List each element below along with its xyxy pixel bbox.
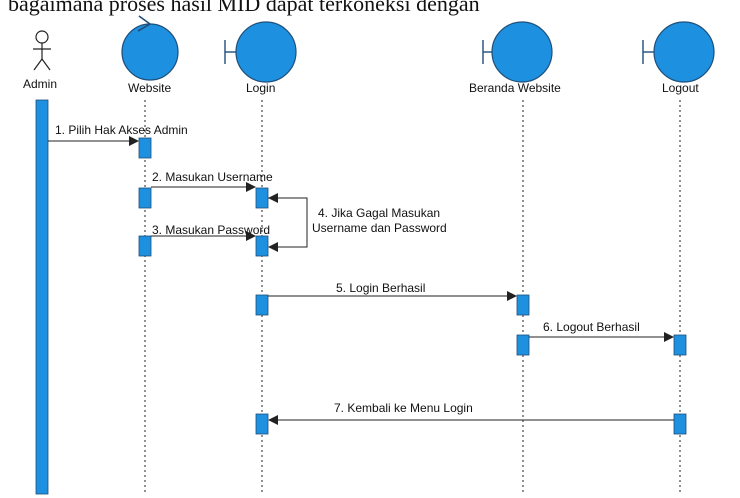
activation-login-1	[255, 187, 269, 209]
login-boundary-icon	[224, 21, 297, 83]
page-header-text: bagaimana proses hasil MID dapat terkone…	[8, 0, 480, 16]
logout-boundary-icon	[642, 21, 715, 83]
activation-admin	[35, 99, 49, 495]
message-4-label-line1: 4. Jika Gagal Masukan	[318, 206, 440, 220]
activation-website-2	[138, 187, 152, 209]
message-4-arrow	[268, 197, 308, 252]
message-4-label-line2: Username dan Password	[312, 221, 447, 235]
message-3-label: 3. Masukan Password	[152, 223, 270, 237]
message-2-label: 2. Masukan Username	[152, 170, 273, 184]
activation-website-3	[138, 235, 152, 257]
activation-website-1	[138, 137, 152, 159]
participant-admin-label: Admin	[23, 77, 57, 91]
message-5-label: 5. Login Berhasil	[336, 281, 425, 295]
activation-login-3	[255, 294, 269, 316]
participant-logout-label: Logout	[662, 81, 699, 95]
activation-login-2	[255, 235, 269, 257]
beranda-website-boundary-icon	[482, 21, 553, 83]
message-6-label: 6. Logout Berhasil	[543, 320, 640, 334]
activation-logout-1	[673, 334, 687, 356]
message-7-label: 7. Kembali ke Menu Login	[334, 401, 473, 415]
participant-website-label: Website	[128, 81, 171, 95]
admin-actor-icon	[33, 30, 51, 71]
participant-login-label: Login	[246, 81, 275, 95]
activation-login-4	[255, 413, 269, 435]
website-control-icon	[121, 15, 179, 81]
message-4-return-arrowhead	[268, 193, 278, 203]
activation-logout-2	[673, 413, 687, 435]
activation-beranda-1	[516, 294, 530, 316]
participant-beranda-website-label: Beranda Website	[469, 81, 561, 95]
activation-beranda-2	[516, 334, 530, 356]
message-1-label: 1. Pilih Hak Akses Admin	[55, 123, 188, 137]
